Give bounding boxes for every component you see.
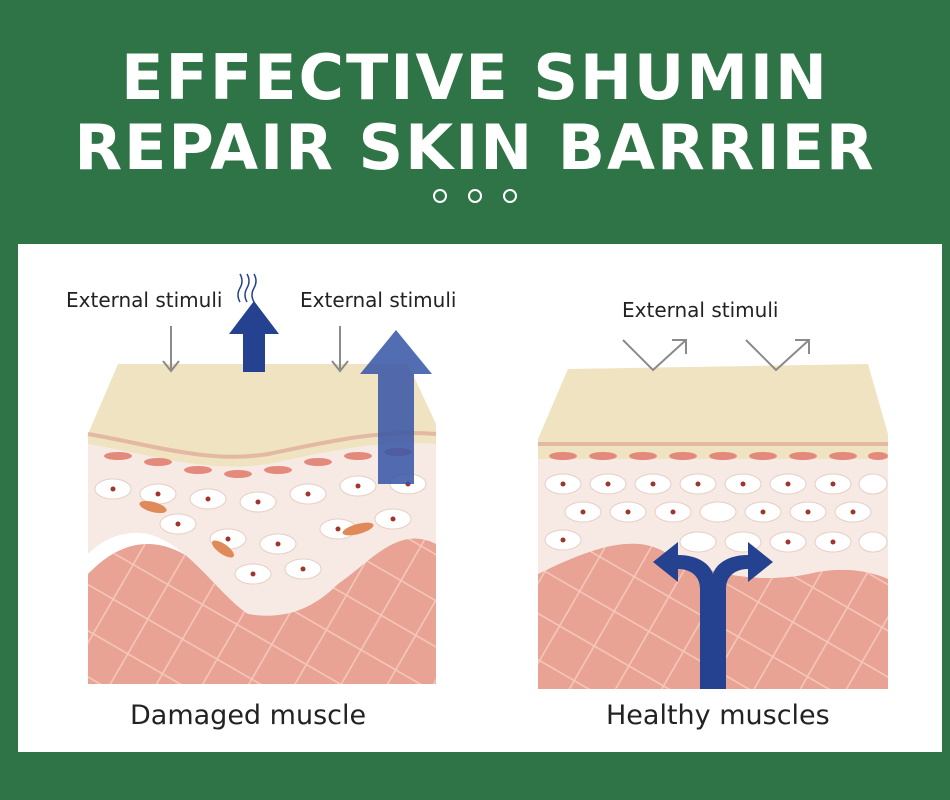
moisture-loss-arrow <box>229 273 279 372</box>
stimuli-label: External stimuli <box>622 298 779 322</box>
indicator-dot[interactable] <box>503 189 518 203</box>
barrier-support-arrow <box>653 542 773 689</box>
stimuli-label: External stimuli <box>66 288 223 312</box>
stimuli-label: External stimuli <box>300 288 457 312</box>
stimuli-down-arrow <box>331 326 349 373</box>
stimuli-down-arrow <box>162 326 180 373</box>
indicator-dot[interactable] <box>432 189 447 203</box>
indicator-dot[interactable] <box>468 189 482 203</box>
stimuli-deflect-arrow <box>745 339 810 372</box>
title-line-1: EFFECTIVE SHUMIN <box>121 41 829 114</box>
title-line-2: REPAIR SKIN BARRIER <box>74 111 876 184</box>
stimuli-deflect-arrow <box>622 339 687 372</box>
healthy-caption: Healthy muscles <box>606 700 830 731</box>
stimuli-penetration-arrow <box>360 330 432 484</box>
skin-diagram <box>87 273 888 689</box>
diagram-panel: External stimuli External stimuli Extern… <box>18 244 942 752</box>
damaged-caption: Damaged muscle <box>130 700 367 731</box>
healthy-skin-block <box>538 364 888 689</box>
damaged-skin-block <box>87 364 437 684</box>
slide-indicator <box>0 188 950 207</box>
